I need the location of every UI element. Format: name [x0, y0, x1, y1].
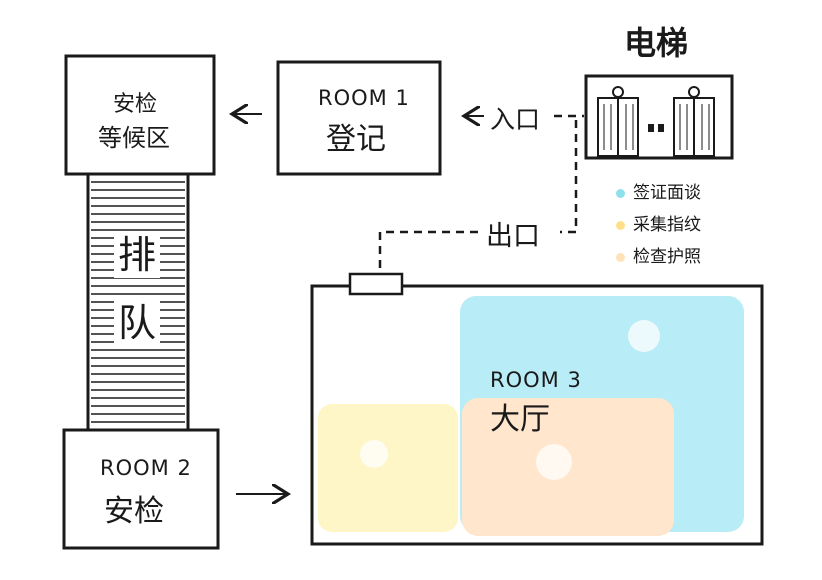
legend-dot-visa	[616, 188, 625, 198]
queue-corridor	[86, 172, 190, 434]
service-note-fingerprint: 采集指纹	[616, 210, 701, 235]
service-note-visa: 签证面谈	[616, 178, 701, 203]
legend-dot-fingerprint	[616, 220, 625, 230]
room1-name: ROOM 1	[318, 86, 410, 110]
dashed-path-elevator-exit	[560, 120, 578, 234]
room1-box	[276, 60, 442, 176]
service-note-passport: 检查护照	[616, 242, 701, 267]
room2-label: 安检	[104, 494, 164, 529]
security-wait-label-1: 安检	[113, 92, 158, 117]
elevator-title: 电梯	[624, 24, 689, 62]
exit-label: 出口	[486, 221, 540, 252]
room3-label: 大厅	[490, 402, 550, 437]
security-waiting-box	[64, 54, 216, 176]
room2-box	[62, 428, 220, 550]
queue-char-2: 队	[114, 300, 161, 346]
room2-name: ROOM 2	[100, 456, 192, 480]
exit-door	[348, 272, 404, 296]
legend-dot-passport	[616, 252, 625, 262]
room3-hall	[310, 284, 764, 546]
entrance-label: 入口	[490, 105, 541, 134]
room1-label: 登记	[326, 122, 386, 157]
zone-fingerprint	[318, 404, 458, 532]
queue-char-1: 排	[114, 232, 161, 278]
elevator-icon	[584, 74, 734, 160]
dashed-path-exit-door	[378, 230, 478, 274]
security-wait-label-2: 等候区	[98, 124, 170, 152]
room3-name: ROOM 3	[490, 368, 582, 392]
